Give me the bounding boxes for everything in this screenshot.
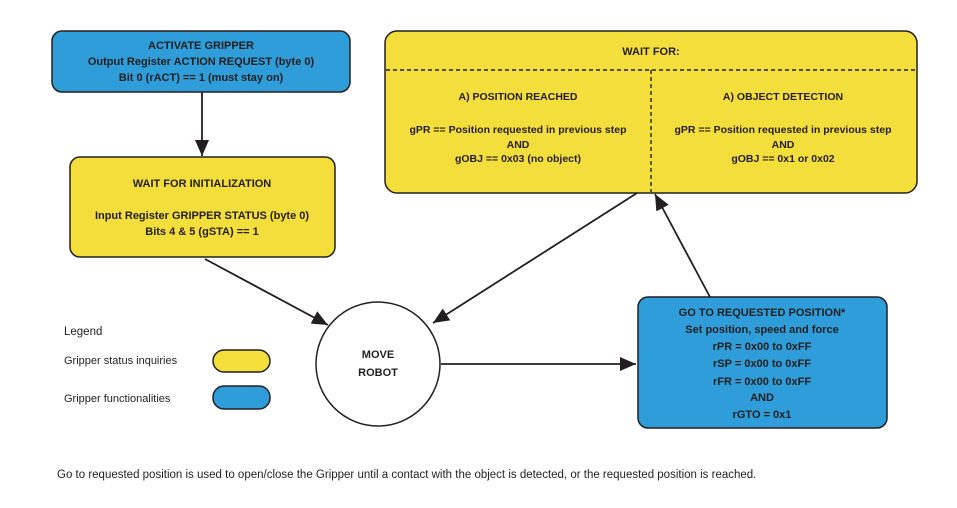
wait-for-initialization-title: WAIT FOR INITIALIZATION — [133, 178, 272, 190]
position-reached-title: A) POSITION REACHED — [458, 91, 577, 103]
go-to-requested-position-line-2: rPR = 0x00 to 0xFF — [713, 341, 812, 353]
arrow-initialization-to-move-robot — [204, 258, 329, 326]
activate-gripper-line-1: Output Register ACTION REQUEST (byte 0) — [88, 56, 315, 68]
legend-functionality-label: Gripper functionalities — [64, 393, 171, 405]
go-to-requested-position-title: GO TO REQUESTED POSITION* — [679, 307, 846, 319]
go-to-requested-position-line-5: AND — [750, 392, 774, 404]
legend-title: Legend — [64, 326, 102, 338]
move-robot-node: MOVE ROBOT — [315, 301, 441, 427]
wait-for-title: WAIT FOR: — [622, 46, 679, 58]
go-to-requested-position-node: GO TO REQUESTED POSITION* Set position, … — [637, 296, 888, 429]
position-reached-line-3: gOBJ == 0x03 (no object) — [455, 153, 581, 165]
position-reached-line-2: AND — [507, 139, 530, 151]
wait-for-initialization-line-2: Bits 4 & 5 (gSTA) == 1 — [145, 226, 259, 238]
wait-for-initialization-line-1: Input Register GRIPPER STATUS (byte 0) — [95, 210, 309, 222]
arrow-go-to-position-to-wait-for — [654, 193, 711, 298]
activate-gripper-line-2: Bit 0 (rACT) == 1 (must stay on) — [119, 72, 284, 84]
object-detection-line-1: gPR == Position requested in previous st… — [674, 124, 891, 136]
object-detection-title: A) OBJECT DETECTION — [723, 91, 843, 103]
activate-gripper-title: ACTIVATE GRIPPER — [148, 40, 254, 52]
legend-status-swatch — [212, 349, 271, 373]
move-robot-line-2: ROBOT — [358, 367, 398, 379]
go-to-requested-position-box — [637, 296, 888, 429]
object-detection-line-2: AND — [772, 139, 795, 151]
activate-gripper-node: ACTIVATE GRIPPER Output Register ACTION … — [51, 30, 351, 93]
position-reached-line-1: gPR == Position requested in previous st… — [409, 124, 626, 136]
wait-for-initialization-box — [69, 156, 336, 258]
legend-status-label: Gripper status inquiries — [64, 355, 178, 367]
activate-gripper-box — [51, 30, 351, 93]
go-to-requested-position-line-1: Set position, speed and force — [685, 324, 838, 336]
arrow-wait-for-to-move-robot — [432, 192, 638, 324]
wait-for-node: WAIT FOR: A) POSITION REACHED gPR == Pos… — [384, 30, 918, 194]
legend: Legend Gripper status inquiries Gripper … — [64, 326, 271, 410]
move-robot-line-1: MOVE — [362, 349, 394, 361]
wait-for-initialization-node: WAIT FOR INITIALIZATION Input Register G… — [69, 156, 336, 258]
footnote: Go to requested position is used to open… — [57, 469, 756, 481]
go-to-requested-position-line-4: rFR = 0x00 to 0xFF — [713, 376, 811, 388]
move-robot-circle — [315, 301, 441, 427]
go-to-requested-position-line-6: rGTO = 0x1 — [733, 409, 792, 421]
go-to-requested-position-line-3: rSP = 0x00 to 0xFF — [713, 358, 811, 370]
object-detection-line-3: gOBJ == 0x1 or 0x02 — [731, 153, 834, 165]
legend-functionality-swatch — [212, 385, 271, 410]
